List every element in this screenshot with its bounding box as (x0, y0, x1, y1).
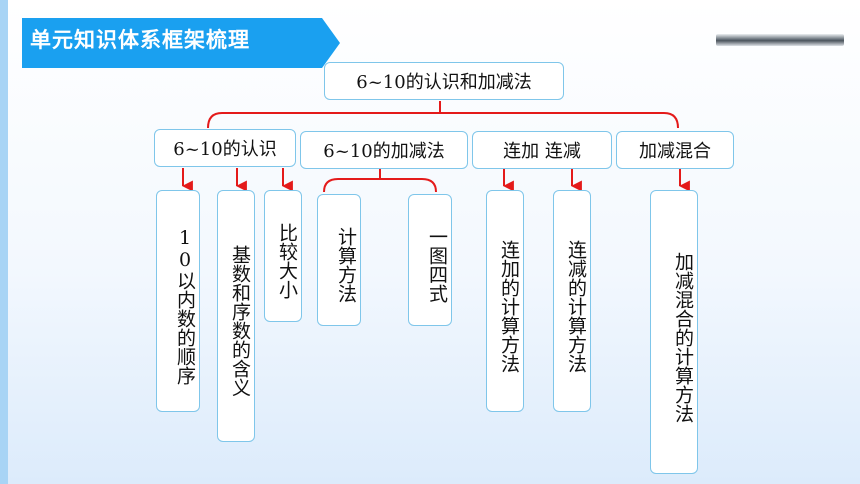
branch-node-mixed: 加减混合 (616, 131, 734, 169)
leaf-calc-method: 计算方法 (317, 194, 361, 326)
branch-node-consecutive: 连加 连减 (472, 131, 612, 169)
leaf-consecutive-add: 连加的计算方法 (486, 190, 524, 412)
branch-node-recognition: 6~10的认识 (154, 129, 296, 167)
section-title: 单元知识体系框架梳理 (30, 28, 250, 52)
leaf-consecutive-subtract: 连减的计算方法 (553, 190, 591, 412)
addsub-bracket (323, 178, 437, 193)
leaf-mixed-calc: 加减混合的计算方法 (650, 190, 698, 474)
ink-brush-decoration (716, 34, 844, 46)
leaf-compare-size: 比较大小 (264, 190, 302, 322)
section-banner (22, 18, 340, 68)
branch-node-addsub: 6~10的加减法 (300, 131, 468, 169)
root-bracket (207, 112, 679, 129)
left-accent-bar (0, 0, 8, 484)
root-node: 6~10的认识和加减法 (324, 62, 564, 100)
leaf-cardinal-ordinal: 基数和序数的含义 (217, 190, 255, 442)
leaf-one-picture-four-equations: 一图四式 (408, 194, 452, 326)
leaf-number-order: 10以内数的顺序 (156, 190, 200, 412)
